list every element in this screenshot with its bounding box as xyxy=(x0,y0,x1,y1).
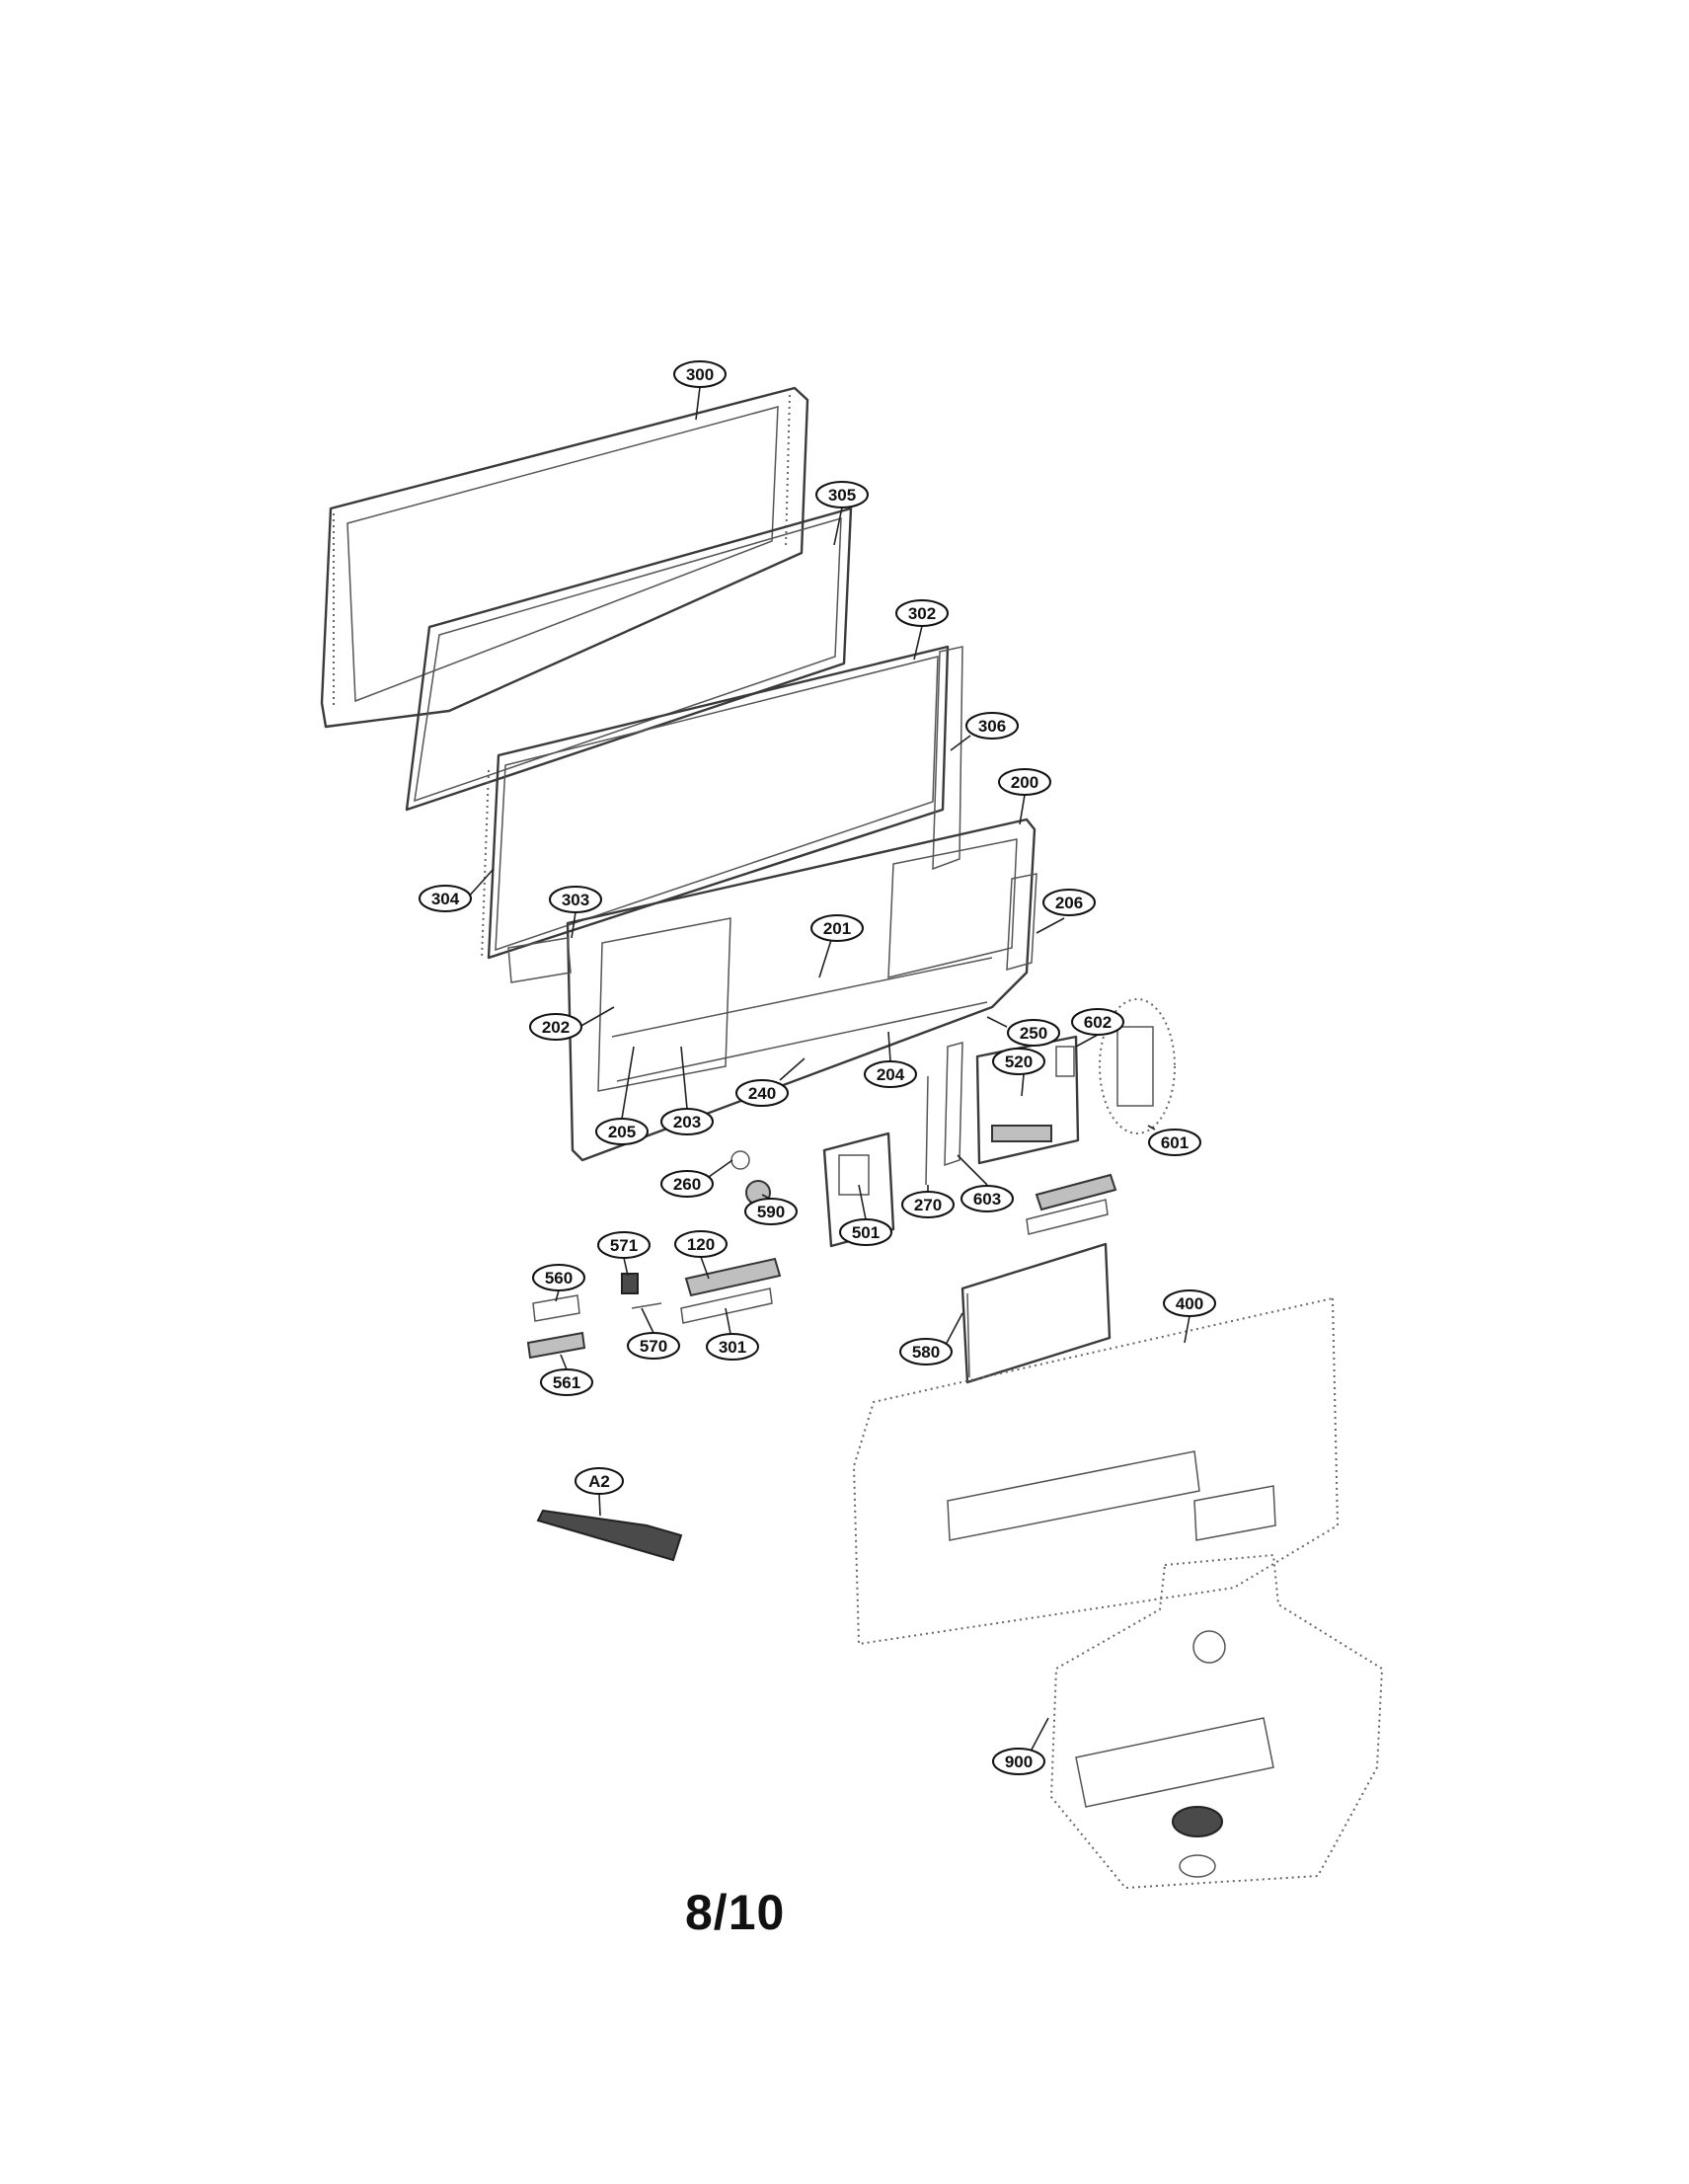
callout-204: 204 xyxy=(864,1060,917,1088)
callout-260: 260 xyxy=(660,1170,714,1198)
svg-text:560: 560 xyxy=(545,1269,573,1287)
part-400-back-cover xyxy=(852,1296,1340,1646)
part-speaker-right xyxy=(1026,1173,1117,1235)
part-580-board xyxy=(960,1242,1112,1384)
part-570-button-board xyxy=(631,1302,662,1309)
svg-text:202: 202 xyxy=(542,1018,570,1037)
svg-text:120: 120 xyxy=(687,1235,715,1254)
callout-501: 501 xyxy=(839,1218,892,1246)
callout-306: 306 xyxy=(965,712,1019,740)
svg-text:304: 304 xyxy=(431,890,460,908)
page-number: 8/10 xyxy=(685,1885,786,1940)
svg-text:250: 250 xyxy=(1020,1024,1047,1043)
callout-203: 203 xyxy=(660,1108,714,1135)
callout-304: 304 xyxy=(419,885,472,912)
callout-a2: A2 xyxy=(575,1467,624,1495)
svg-text:260: 260 xyxy=(673,1175,701,1194)
svg-text:306: 306 xyxy=(978,717,1006,736)
part-900-stand xyxy=(1049,1553,1384,1890)
callout-202: 202 xyxy=(529,1013,582,1041)
part-120-ir-board xyxy=(684,1257,782,1297)
callout-560: 560 xyxy=(532,1264,585,1291)
svg-text:203: 203 xyxy=(673,1113,701,1131)
callout-601: 601 xyxy=(1148,1129,1201,1156)
callout-602: 602 xyxy=(1071,1008,1124,1036)
svg-text:570: 570 xyxy=(640,1337,667,1356)
svg-text:603: 603 xyxy=(973,1190,1001,1209)
svg-text:204: 204 xyxy=(877,1065,905,1084)
callout-561: 561 xyxy=(540,1368,593,1396)
callout-590: 590 xyxy=(744,1198,798,1225)
callout-270: 270 xyxy=(901,1191,955,1218)
part-561-board xyxy=(526,1331,586,1360)
part-601-detail xyxy=(1099,998,1176,1134)
callout-120: 120 xyxy=(674,1230,728,1258)
part-a2-remote-control xyxy=(536,1509,683,1562)
callout-206: 206 xyxy=(1042,889,1096,916)
callout-205: 205 xyxy=(595,1118,649,1145)
part-270-cable xyxy=(925,1075,929,1186)
part-305-panel-glass xyxy=(405,507,853,812)
svg-text:590: 590 xyxy=(757,1203,785,1221)
callout-303: 303 xyxy=(549,886,602,913)
callout-603: 603 xyxy=(960,1185,1014,1212)
svg-text:302: 302 xyxy=(908,604,936,623)
svg-text:561: 561 xyxy=(553,1373,580,1392)
svg-text:303: 303 xyxy=(562,891,589,909)
part-571-button xyxy=(621,1273,639,1294)
callout-400: 400 xyxy=(1163,1289,1216,1317)
callout-302: 302 xyxy=(895,599,949,627)
callout-305: 305 xyxy=(815,481,869,508)
svg-text:400: 400 xyxy=(1176,1294,1203,1313)
svg-text:270: 270 xyxy=(914,1196,942,1214)
callout-201: 201 xyxy=(810,914,864,942)
svg-text:900: 900 xyxy=(1005,1753,1033,1771)
callout-301: 301 xyxy=(706,1333,759,1361)
part-301-bracket xyxy=(680,1287,773,1324)
svg-text:601: 601 xyxy=(1161,1133,1189,1152)
svg-text:205: 205 xyxy=(608,1123,636,1141)
svg-text:305: 305 xyxy=(828,486,856,505)
callout-570: 570 xyxy=(627,1332,680,1360)
part-560-cover xyxy=(532,1294,580,1322)
svg-text:301: 301 xyxy=(719,1338,746,1357)
callout-300: 300 xyxy=(673,360,727,388)
svg-text:580: 580 xyxy=(912,1343,940,1362)
svg-text:602: 602 xyxy=(1084,1013,1112,1032)
callout-250: 250 xyxy=(1007,1019,1060,1047)
part-200-chassis xyxy=(507,818,1037,1162)
callout-571: 571 xyxy=(597,1231,651,1259)
leader-lines xyxy=(466,386,1190,1751)
part-302-panel-frame xyxy=(481,645,963,961)
svg-text:201: 201 xyxy=(823,919,851,938)
part-300-front-bezel xyxy=(320,386,809,729)
svg-text:A2: A2 xyxy=(588,1472,610,1491)
svg-text:571: 571 xyxy=(610,1236,638,1255)
svg-text:240: 240 xyxy=(748,1084,776,1103)
svg-text:200: 200 xyxy=(1011,773,1038,792)
callout-200: 200 xyxy=(998,768,1051,796)
callout-900: 900 xyxy=(992,1748,1045,1775)
part-501-power-board xyxy=(822,1131,895,1248)
part-260-clip xyxy=(730,1150,750,1170)
callout-240: 240 xyxy=(735,1079,789,1107)
svg-text:501: 501 xyxy=(852,1223,880,1242)
callout-580: 580 xyxy=(899,1338,953,1365)
callout-520: 520 xyxy=(992,1048,1045,1075)
svg-text:300: 300 xyxy=(686,365,714,384)
svg-text:206: 206 xyxy=(1055,894,1083,912)
svg-text:520: 520 xyxy=(1005,1053,1033,1071)
part-603-bracket xyxy=(944,1042,963,1167)
